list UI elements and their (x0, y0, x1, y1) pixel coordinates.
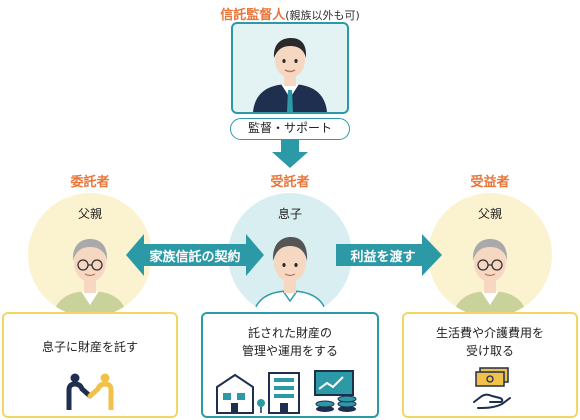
beneficiary-card-line2: 受け取る (465, 344, 514, 358)
role-trustee: 受託者 (270, 175, 310, 190)
role-settlor: 委託者 (70, 175, 110, 190)
double-arrow-icon (126, 234, 264, 276)
beneficiary-card-line1: 生活費や介護費用を (435, 326, 544, 340)
businessman-avatar-icon (253, 38, 327, 112)
supervisor-title: 信託監督人 (220, 8, 286, 23)
trustee-relation: 息子 (277, 207, 302, 221)
supervisor-note: (親族以外も可) (285, 9, 360, 22)
beneficiary-circle: 父親 (428, 193, 552, 317)
real-estate-and-assets-icon (216, 370, 357, 414)
trustee-card: 託された財産の 管理や運用をする (201, 312, 379, 418)
settlor-relation: 父親 (77, 207, 102, 221)
elderly-man-avatar-icon (53, 239, 127, 317)
supervise-support-label: 監督・サポート (230, 118, 350, 140)
settlor-card: 息子に財産を託す (2, 312, 178, 418)
son-avatar-icon (252, 237, 328, 317)
trustee-card-line2: 管理や運用をする (241, 344, 338, 358)
supervisor-heading: 信託監督人(親族以外も可) (0, 4, 580, 23)
settlor-circle: 父親 (28, 193, 152, 317)
elderly-man-avatar-icon (453, 239, 527, 317)
beneficiary-relation: 父親 (477, 207, 502, 221)
settlor-card-text: 息子に財産を託す (41, 340, 138, 354)
beneficiary-card: 生活費や介護費用を 受け取る (402, 312, 578, 418)
trustee-card-line1: 託された財産の (247, 326, 332, 340)
right-arrow-icon (336, 234, 442, 276)
money-in-hand-icon (473, 367, 511, 409)
down-arrow-icon (272, 140, 308, 168)
family-trust-contract-label: 家族信託の契約 (149, 250, 241, 265)
handshake-icon (66, 373, 114, 410)
trustee-circle: 息子 (228, 193, 352, 317)
supervisor-portrait (231, 22, 349, 114)
role-beneficiary: 受益者 (470, 175, 510, 190)
benefit-transfer-label: 利益を渡す (350, 250, 416, 265)
